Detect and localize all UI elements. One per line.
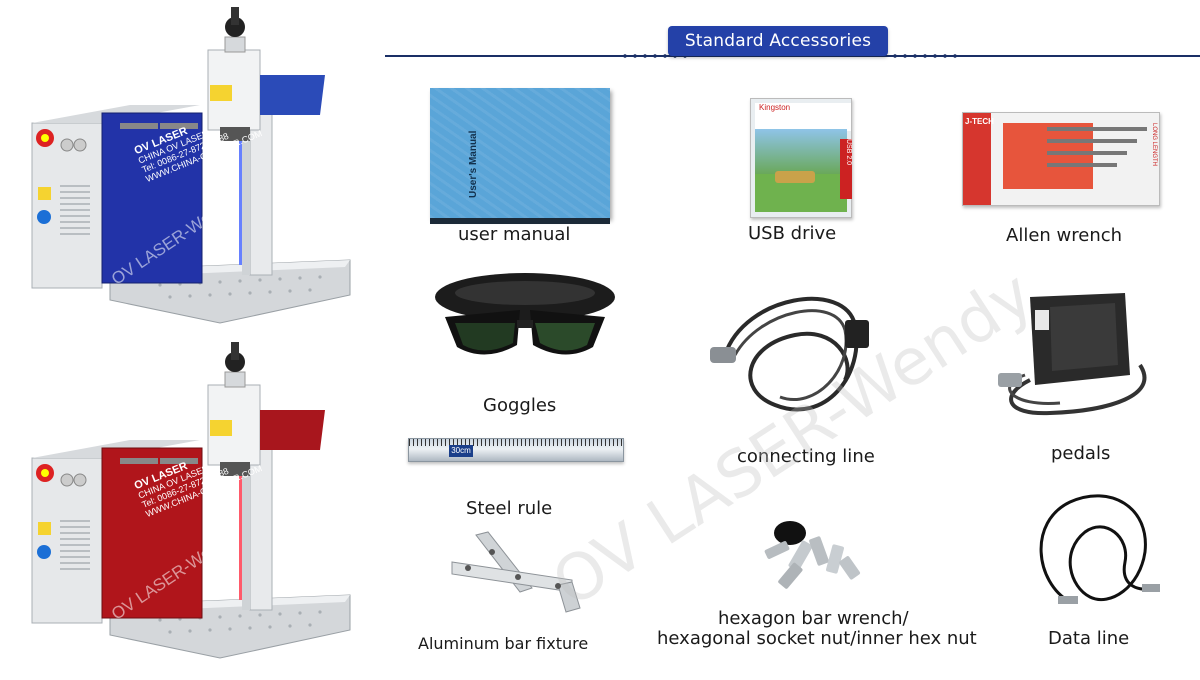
label-pedals: pedals: [1051, 443, 1111, 464]
wrench-tag: LONG LENGTH: [1151, 123, 1157, 167]
usb-drive-image: Kingston USB 2.0: [750, 98, 852, 218]
label-connecting-line: connecting line: [737, 446, 875, 467]
rule-marking: 30cm: [449, 445, 473, 457]
header-dots-right: [890, 51, 960, 61]
label-usb-drive: USB drive: [748, 223, 837, 244]
label-goggles: Goggles: [483, 395, 557, 416]
label-hex-wrench-line2: hexagonal socket nut/inner hex nut: [657, 628, 977, 649]
data-line-image: [1039, 494, 1160, 604]
goggles-image: [435, 273, 615, 355]
laser-machine-blue: OV LASER CHINA OV LASER Tel: 0086-27-872…: [20, 5, 360, 335]
pedal-image: [998, 293, 1147, 416]
page-title: Standard Accessories: [668, 26, 888, 56]
manual-cover-title: User's Manual: [468, 130, 479, 198]
wrench-brand: J-TECH: [965, 117, 994, 126]
label-user-manual: user manual: [458, 224, 571, 245]
connecting-line-image: [710, 296, 869, 412]
label-data-line: Data line: [1048, 628, 1130, 649]
header-dots-left: [620, 51, 690, 61]
label-hex-wrench-line1: hexagon bar wrench/: [718, 608, 909, 629]
usb-brand: Kingston: [755, 103, 851, 131]
hex-wrench-nuts-image: [764, 521, 861, 589]
laser-machine-red: OV LASER CHINA OV LASER Tel: 0086-27-872…: [20, 340, 360, 670]
steel-rule-image: 30cm: [408, 438, 624, 462]
header-rule: [385, 55, 1200, 57]
label-steel-rule: Steel rule: [466, 498, 553, 519]
label-aluminum-fixture: Aluminum bar fixture: [418, 634, 589, 653]
label-allen-wrench: Allen wrench: [1006, 225, 1123, 246]
allen-wrench-image: J-TECH LONG LENGTH: [962, 112, 1160, 206]
aluminum-fixture-image: [451, 531, 581, 613]
usb-tag: USB 2.0: [840, 139, 852, 199]
user-manual-image: User's Manual: [430, 88, 610, 224]
